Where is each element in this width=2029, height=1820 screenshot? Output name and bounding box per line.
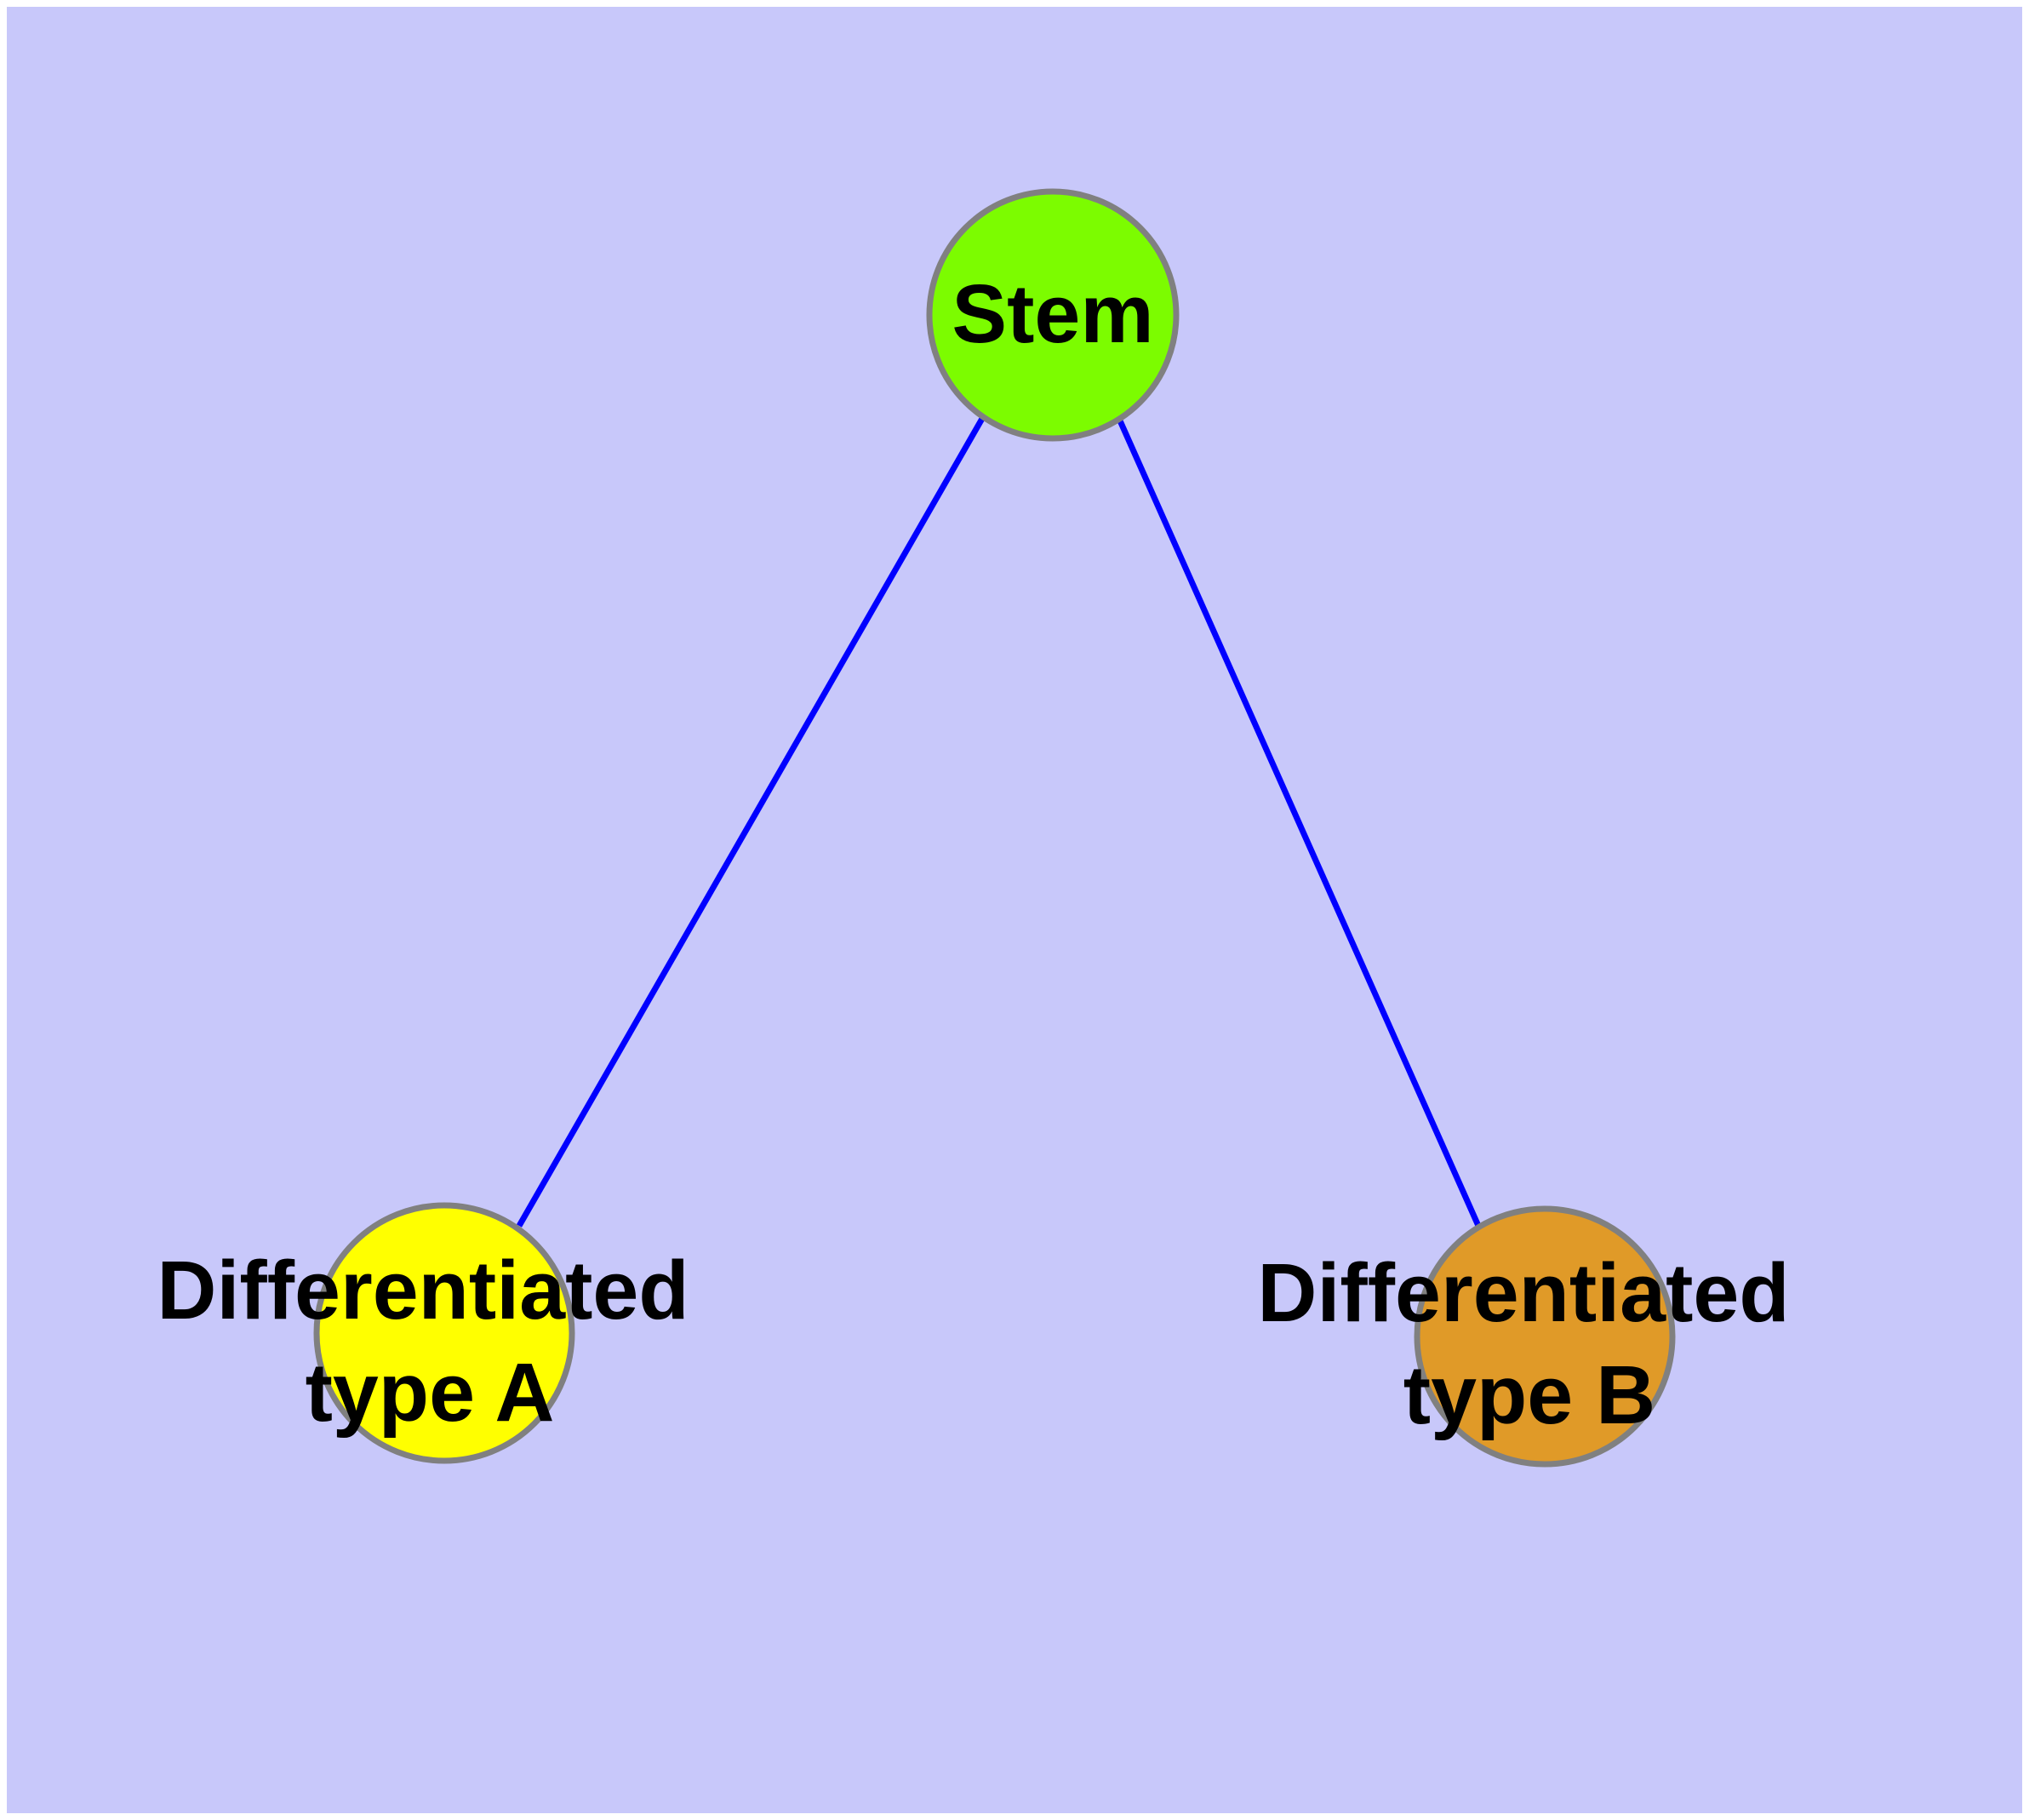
node-diff-a-label-line2: type A: [306, 1346, 555, 1439]
node-diff-b-label-line2: type B: [1403, 1348, 1655, 1441]
node-stem-label: Stem: [952, 267, 1153, 360]
edge-stem-to-diff-b[interactable]: [1116, 417, 1482, 1228]
edges-layer: [516, 415, 1482, 1228]
node-stem-circle[interactable]: [926, 188, 1180, 442]
node-diff-b-label-line1: Differentiated: [1257, 1246, 1789, 1339]
node-diff-a-label-line1: Differentiated: [157, 1244, 689, 1336]
labels-layer: Stem Differentiated type A Differentiate…: [157, 267, 1789, 1441]
edge-stem-to-diff-a[interactable]: [516, 415, 986, 1228]
node-diff-b-circle[interactable]: [1414, 1205, 1676, 1468]
node-stem[interactable]: [926, 188, 1180, 442]
node-diff-b[interactable]: [1414, 1205, 1676, 1468]
node-diff-a[interactable]: [313, 1202, 575, 1464]
nodes-layer: [313, 188, 1676, 1468]
node-diff-a-circle[interactable]: [313, 1202, 575, 1464]
